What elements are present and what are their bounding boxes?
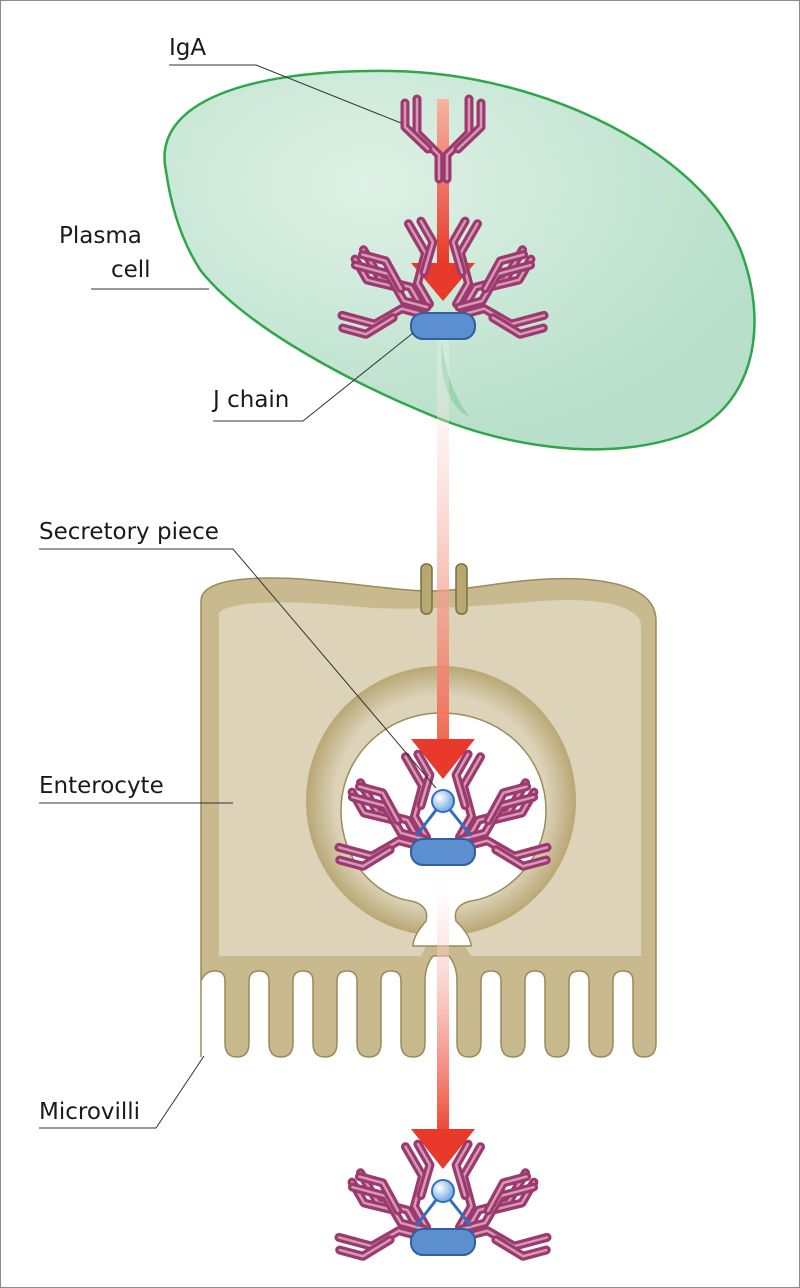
label-j-chain: J chain	[211, 387, 289, 413]
leader-lines	[39, 64, 437, 1129]
secretory-iga	[336, 1141, 550, 1270]
label-plasma-cell-line1: Plasma	[59, 223, 142, 249]
label-secretory-piece: Secretory piece	[39, 519, 219, 545]
label-enterocyte: Enterocyte	[39, 773, 164, 799]
label-plasma-cell-line2: cell	[111, 257, 151, 283]
enterocyte	[200, 563, 657, 1058]
label-iga: IgA	[169, 35, 206, 61]
iga-dimer-vesicle	[336, 751, 550, 880]
label-microvilli: Microvilli	[39, 1099, 140, 1125]
secretory-piece-icon	[431, 789, 455, 813]
iga-dimer-plasma	[339, 218, 547, 348]
j-chain-icon	[410, 312, 476, 340]
